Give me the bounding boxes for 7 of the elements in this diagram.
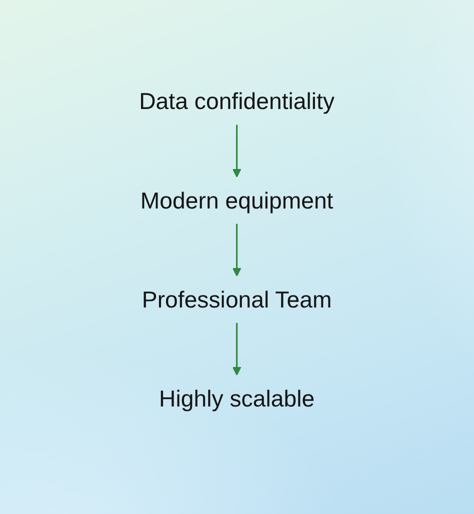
node-text: Data confidentiality bbox=[139, 88, 335, 114]
node-text: Highly scalable bbox=[159, 385, 315, 412]
arrow bbox=[232, 124, 242, 178]
node-text: Modern equipment bbox=[140, 187, 334, 214]
arrow bbox=[232, 224, 242, 277]
node-text: Professional Team bbox=[142, 286, 332, 312]
arrow bbox=[232, 322, 242, 376]
